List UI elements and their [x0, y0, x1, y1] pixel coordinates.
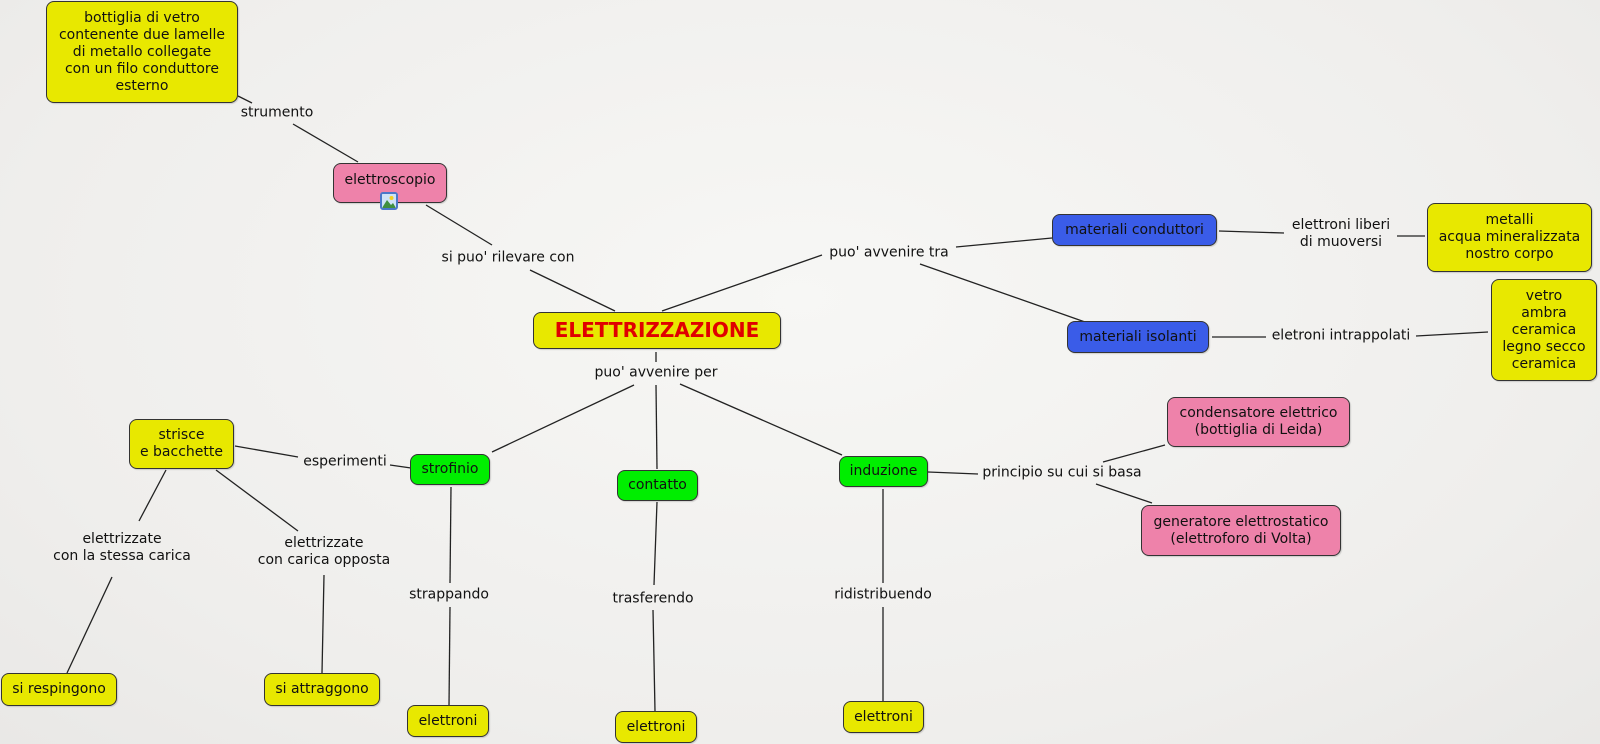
- connector-line: [655, 384, 658, 470]
- vetro-node[interactable]: vetro ambra ceramica legno secco ceramic…: [1491, 279, 1597, 381]
- link-label-stessa-carica: elettrizzate con la stessa carica: [53, 531, 191, 564]
- metalli-node[interactable]: metalli acqua mineralizzata nostro corpo: [1427, 203, 1592, 272]
- link-label-elettroni-liberi: elettroni liberi di muoversi: [1291, 217, 1391, 250]
- connector-line: [661, 254, 823, 312]
- connector-line: [529, 269, 616, 312]
- main-concept-node[interactable]: ELETTRIZZAZIONE: [533, 312, 781, 349]
- connector-line: [449, 486, 452, 584]
- elettroni-strofinio-node[interactable]: elettroni: [407, 705, 489, 737]
- connector-line: [425, 204, 493, 246]
- si-respingono-node[interactable]: si respingono: [1, 673, 117, 706]
- link-label-esperimenti: esperimenti: [303, 453, 387, 470]
- strisce-node[interactable]: strisce e bacchette: [129, 419, 234, 469]
- connector-line: [1218, 230, 1285, 234]
- connector-line: [215, 469, 299, 532]
- connector-line: [389, 464, 412, 469]
- connector-line: [138, 469, 167, 522]
- induzione-node[interactable]: induzione: [839, 456, 928, 487]
- link-label-principio: principio su cui si basa: [982, 464, 1142, 481]
- connector-line: [927, 471, 979, 475]
- generatore-node[interactable]: generatore elettrostatico (elettroforo d…: [1141, 505, 1341, 556]
- elettroni-contatto-node[interactable]: elettroni: [615, 711, 697, 743]
- connector-line: [652, 609, 656, 712]
- si-attraggono-node[interactable]: si attraggono: [264, 673, 380, 706]
- link-label-trasferendo: trasferendo: [612, 590, 694, 607]
- elettroni-induzione-node[interactable]: elettroni: [843, 701, 924, 733]
- connector-line: [1095, 483, 1153, 504]
- link-label-puo-avvenire-tra: puo' avvenire tra: [829, 244, 949, 261]
- connector-line: [1102, 444, 1166, 463]
- connector-line: [955, 237, 1053, 248]
- connector-line: [292, 123, 359, 163]
- connector-line: [237, 95, 253, 104]
- strofinio-node[interactable]: strofinio: [410, 454, 490, 485]
- link-label-strappando: strappando: [409, 586, 489, 603]
- link-label-elettroni-intrappolati: eletroni intrappolati: [1271, 327, 1411, 344]
- materiali-conduttori-node[interactable]: materiali conduttori: [1052, 214, 1217, 246]
- image-attachment-icon[interactable]: [380, 192, 398, 210]
- elettroscopio-node[interactable]: elettroscopio: [333, 163, 447, 203]
- condensatore-node[interactable]: condensatore elettrico (bottiglia di Lei…: [1167, 397, 1350, 447]
- connector-line: [919, 263, 1086, 323]
- connector-line: [491, 384, 635, 453]
- link-label-puo-avvenire-per: puo' avvenire per: [594, 364, 718, 381]
- connector-line: [321, 574, 325, 674]
- link-label-strumento: strumento: [240, 104, 314, 121]
- connector-line: [234, 445, 299, 458]
- connector-line: [66, 576, 113, 674]
- bottiglia-node[interactable]: bottiglia di vetro contenente due lamell…: [46, 1, 238, 103]
- materiali-isolanti-node[interactable]: materiali isolanti: [1067, 321, 1209, 353]
- link-label-si-puo-rilevare: si puo' rilevare con: [441, 249, 575, 266]
- contatto-node[interactable]: contatto: [617, 470, 698, 501]
- connector-line: [679, 383, 843, 456]
- connector-line: [653, 501, 658, 586]
- connector-line: [448, 606, 451, 707]
- link-label-ridistribuendo: ridistribuendo: [834, 586, 932, 603]
- connector-line: [1415, 331, 1489, 337]
- link-label-carica-opposta: elettrizzate con carica opposta: [257, 535, 391, 568]
